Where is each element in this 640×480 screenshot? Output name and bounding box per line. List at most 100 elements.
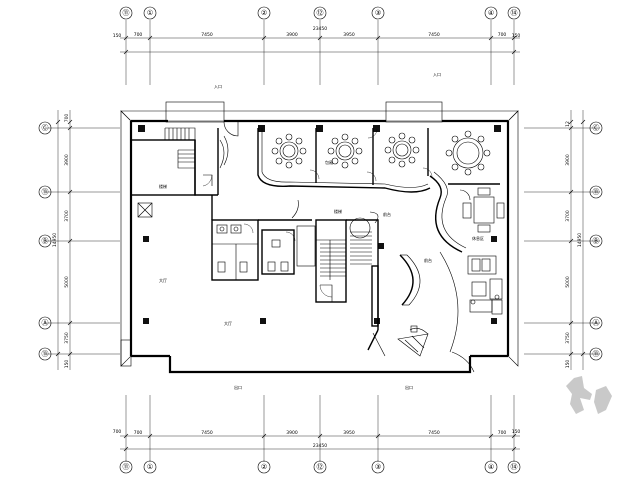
outer-chamfer: [120, 110, 519, 122]
sofa: [467, 255, 497, 275]
grid-bubble-label: ⑪: [593, 188, 600, 196]
dimension-segment-label: 150: [64, 360, 70, 369]
grid-bubble: [589, 347, 603, 361]
dimension-segment-label: 3700: [565, 210, 571, 222]
grid-bubble: [589, 121, 603, 135]
door-arc: [422, 167, 433, 178]
lounge-chair: [496, 202, 505, 219]
lounge-table: [473, 196, 495, 224]
grid-bubble: [143, 6, 157, 20]
exit-wall: [372, 332, 386, 357]
partition-curve: [291, 199, 299, 219]
room-label: 楼梯: [334, 208, 342, 214]
lounge-curved-wall-inner: [433, 171, 467, 249]
room-label: 大厅: [159, 277, 167, 283]
column: [491, 236, 497, 242]
reception-counter-inner: [406, 254, 421, 306]
dimension-edge-label: 150: [512, 429, 521, 435]
grid-bubble-label: ⑫: [317, 9, 324, 17]
entrance-canopy-right: [385, 101, 443, 123]
grid-bubble-label: Ⓑ: [593, 237, 600, 245]
column: [374, 318, 380, 324]
grid-bubble-label: ⑫: [317, 463, 324, 471]
grid-bubble-label: ⑪: [42, 188, 49, 196]
door-arc: [367, 128, 378, 139]
grid-bubble-label: ⑪: [123, 463, 130, 471]
sofa-seating: [467, 255, 503, 315]
newel: [349, 217, 371, 239]
grid-bubble: [38, 234, 52, 248]
exit-wall: [367, 329, 379, 351]
dimension-segment-label: 700: [498, 430, 507, 436]
door-arc: [223, 121, 239, 137]
dimension-bottom: 700 700 7450 3900 3950 7450 700 150 2345…: [113, 429, 521, 452]
outer-chamfer: [120, 110, 132, 367]
toilet-fixture: [280, 261, 289, 272]
toilet-room: [211, 219, 259, 281]
tick-marks: [568, 119, 586, 357]
sink: [271, 239, 281, 248]
room-label: 大厅: [224, 320, 232, 326]
grid-bubbles-right: Ⓒ ⑪ Ⓑ Ⓐ ⑪: [589, 121, 603, 361]
grid-bubble-label: Ⓐ: [42, 319, 49, 327]
coffee-table: [471, 281, 487, 297]
column: [316, 125, 323, 132]
grid-bubble: [313, 6, 327, 20]
grid-bubble-label: Ⓒ: [42, 124, 49, 132]
handrail-curve: [369, 211, 379, 224]
dimension-segment-label: 3900: [286, 32, 298, 38]
outer-chamfer: [507, 110, 519, 367]
toilet-fixture: [217, 261, 226, 273]
grid-bubble: [38, 185, 52, 199]
interior-partitions: [211, 176, 459, 353]
room-label: 休息区: [472, 235, 484, 241]
door-arc: [459, 189, 471, 201]
curved-partition: [223, 135, 229, 166]
tick-marks: [55, 119, 73, 357]
grid-bubble: [371, 460, 385, 474]
grid-bubble: [484, 460, 498, 474]
grid-bubble: [484, 6, 498, 20]
room-label: 前台: [424, 257, 432, 263]
exit-door: [397, 333, 429, 357]
door-arc: [366, 171, 377, 182]
grid-bubble: [38, 316, 52, 330]
grid-bubble-label: ③: [375, 9, 381, 17]
grid-bubble-label: ④: [488, 9, 494, 17]
room-label: 出口: [405, 384, 413, 390]
dimension-segment-label: 3900: [286, 430, 298, 436]
dimension-total-label: 23450: [313, 26, 327, 32]
corner-detail: [120, 339, 132, 367]
central-staircase: 楼梯: [315, 208, 379, 330]
grid-bubble-label: ③: [375, 463, 381, 471]
stair-enclosure: [315, 219, 347, 303]
dimension-segment-label: 7450: [201, 430, 213, 436]
column: [491, 318, 497, 324]
dimension-segment-label: 5000: [64, 276, 70, 288]
room-label: 入口: [433, 72, 441, 77]
grid-bubble: [119, 6, 133, 20]
dimension-top: 150 700 7450 3900 3950 7450 700 150 2345…: [113, 26, 520, 55]
left-stair-zone: 楼梯: [130, 127, 218, 218]
dimension-segment-label: 700: [498, 32, 507, 38]
sofa: [469, 299, 493, 313]
lounge-chair: [462, 202, 472, 219]
grid-bubble: [38, 121, 52, 135]
grid-bubble: [589, 185, 603, 199]
bottom-exit: 出口 出口: [234, 325, 475, 390]
dimension-segment-label: 12: [565, 121, 571, 127]
facade-curve: [439, 251, 459, 353]
room-label: 前台: [383, 211, 391, 217]
private-dining-rooms: 包厢: [257, 128, 491, 193]
dimension-segment-label: 3900: [565, 154, 571, 166]
grid-bubble-label: Ⓐ: [593, 319, 600, 327]
column: [494, 125, 501, 132]
dimension-total-label: 14950: [577, 233, 583, 247]
grid-bubble-label: ①: [147, 463, 153, 471]
grid-bubble: [143, 460, 157, 474]
utility-shaft: [296, 225, 316, 267]
armchair: [491, 299, 503, 315]
tick-marks: [123, 433, 517, 452]
dining-table: [271, 133, 307, 169]
